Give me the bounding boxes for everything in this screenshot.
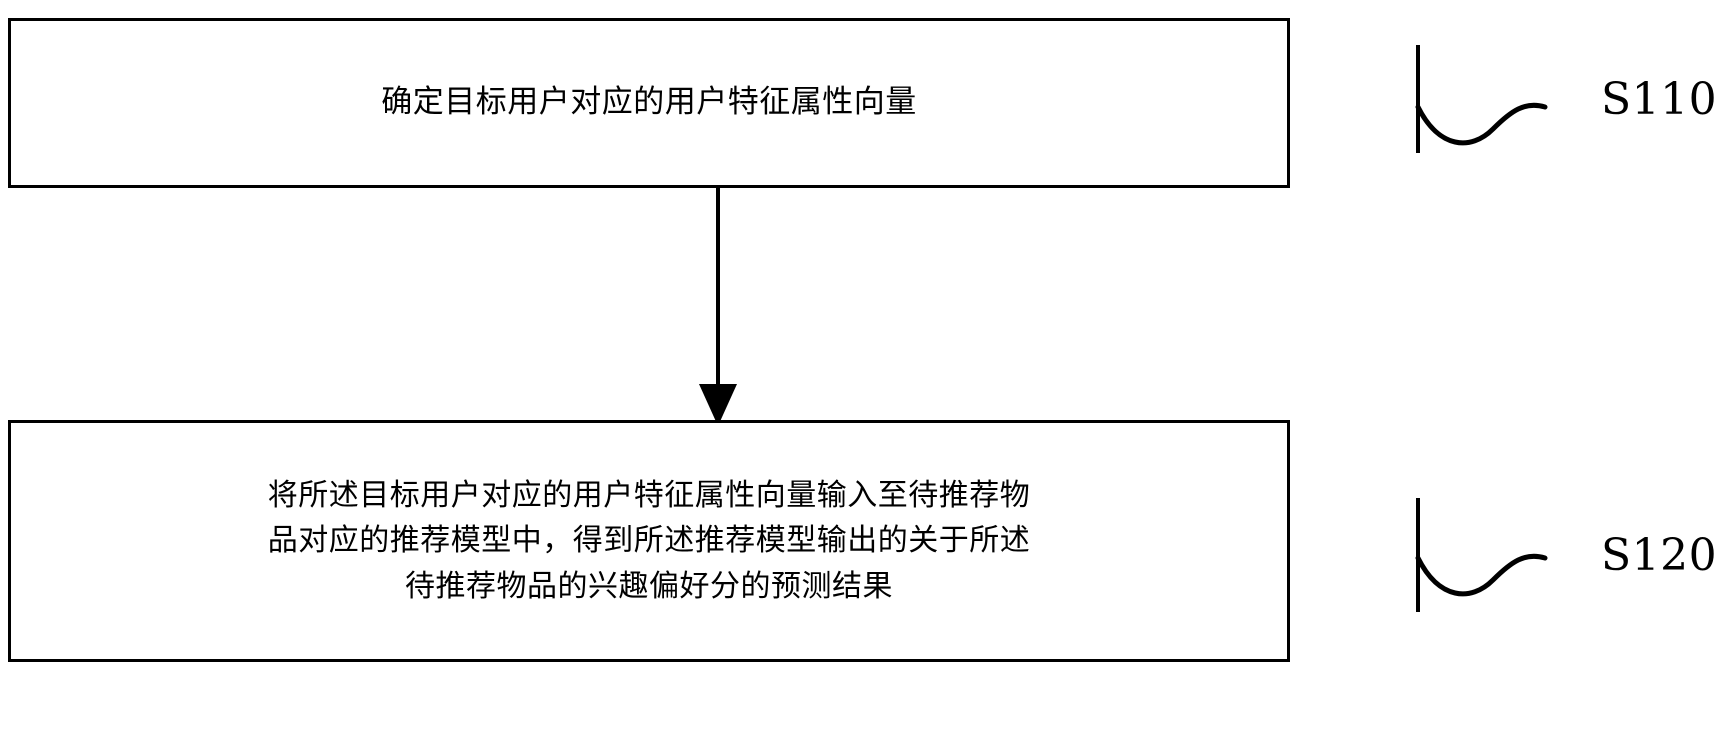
step-callout-s120: S120 bbox=[1405, 498, 1717, 614]
arrowhead-icon bbox=[699, 384, 737, 426]
process-box-s120: 将所述目标用户对应的用户特征属性向量输入至待推荐物 品对应的推荐模型中，得到所述… bbox=[8, 420, 1290, 662]
step-callout-s110: S110 bbox=[1405, 45, 1717, 155]
process-box-s120-text: 将所述目标用户对应的用户特征属性向量输入至待推荐物 品对应的推荐模型中，得到所述… bbox=[267, 477, 1031, 604]
callout-leader-line-s120 bbox=[1415, 498, 1548, 612]
process-box-s110: 确定目标用户对应的用户特征属性向量 bbox=[8, 18, 1290, 188]
callout-leader-line-s110 bbox=[1415, 45, 1548, 153]
connector-arrow-s110-to-s120 bbox=[699, 186, 737, 426]
step-label-s120: S120 bbox=[1601, 530, 1718, 581]
step-label-s110: S110 bbox=[1601, 74, 1718, 125]
process-box-s110-text: 确定目标用户对应的用户特征属性向量 bbox=[381, 84, 917, 121]
